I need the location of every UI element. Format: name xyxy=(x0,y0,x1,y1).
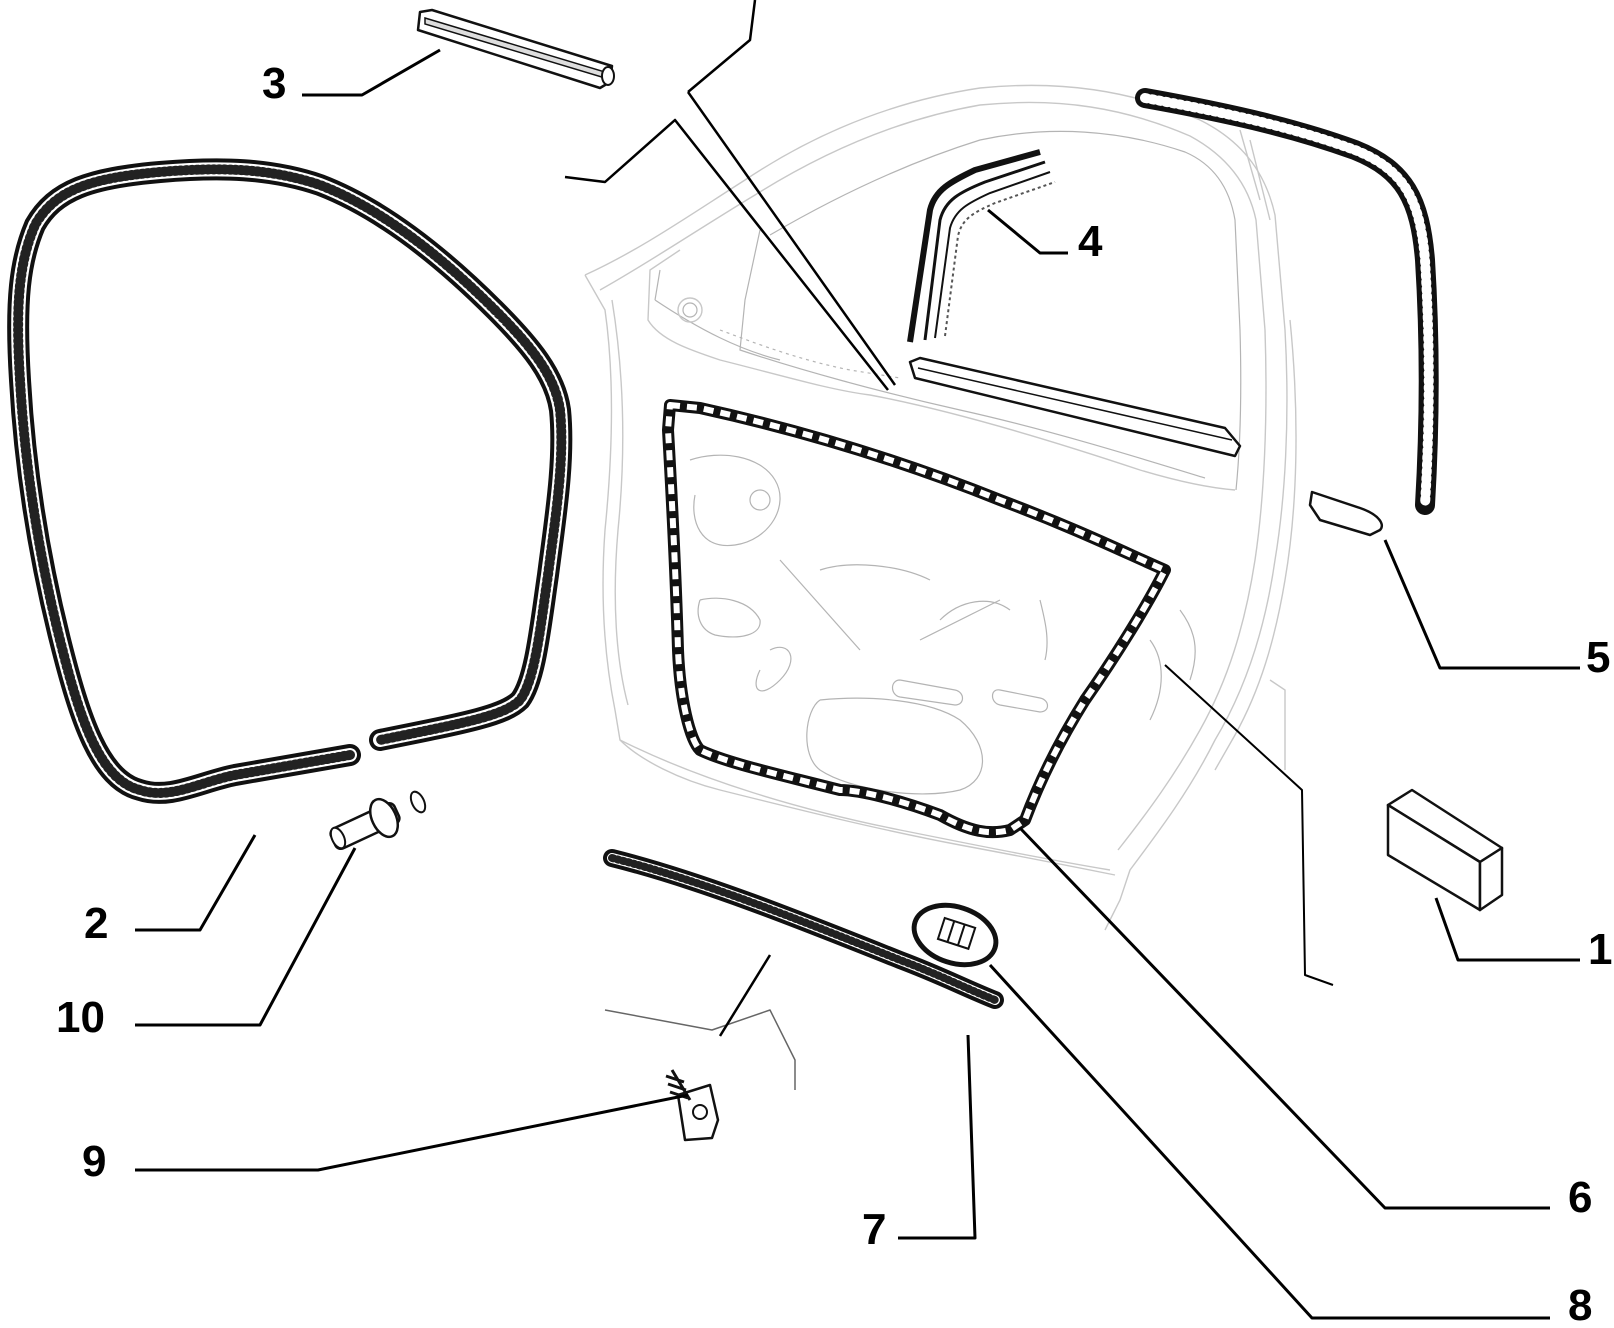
leader-bottom xyxy=(604,1009,796,1090)
leader-6 xyxy=(1018,826,1550,1210)
leader-top-3 xyxy=(686,91,897,386)
panel-gasket xyxy=(662,399,1171,839)
callout-10: 10 xyxy=(56,993,105,1042)
oval-plug xyxy=(911,902,999,968)
foam-block xyxy=(1386,788,1504,912)
callout-4: 4 xyxy=(1078,217,1103,266)
leader-bottom-2 xyxy=(718,954,772,1037)
callout-6: 6 xyxy=(1568,1173,1593,1222)
leader-3 xyxy=(302,48,441,97)
callout-1: 1 xyxy=(1588,925,1613,974)
leader-lines xyxy=(135,0,1580,1320)
leader-7 xyxy=(898,1034,977,1240)
door-frame-outline xyxy=(584,84,1297,931)
retaining-clip xyxy=(665,1069,720,1142)
callout-3: 3 xyxy=(262,59,287,108)
callout-5: 5 xyxy=(1586,633,1611,682)
callout-2: 2 xyxy=(84,899,109,948)
leader-top-2 xyxy=(687,0,757,93)
leader-door-thin xyxy=(1164,664,1334,986)
callout-9: 9 xyxy=(82,1137,107,1186)
leader-4 xyxy=(987,208,1068,255)
leader-5 xyxy=(1383,539,1580,670)
leader-top xyxy=(564,118,889,391)
leader-1 xyxy=(1434,897,1580,962)
stud-fastener xyxy=(329,790,427,851)
top-strip xyxy=(416,8,615,90)
leader-8 xyxy=(988,963,1550,1320)
leader-10 xyxy=(135,847,357,1027)
leader-9 xyxy=(135,1093,689,1172)
outer-seal-arc xyxy=(1135,88,1439,537)
callout-7: 7 xyxy=(862,1205,887,1254)
lower-seal-strip xyxy=(603,849,1004,1009)
callout-8: 8 xyxy=(1568,1281,1593,1328)
door-seal-loop xyxy=(7,158,573,804)
window-channel xyxy=(907,149,1242,458)
leader-2 xyxy=(135,834,257,932)
